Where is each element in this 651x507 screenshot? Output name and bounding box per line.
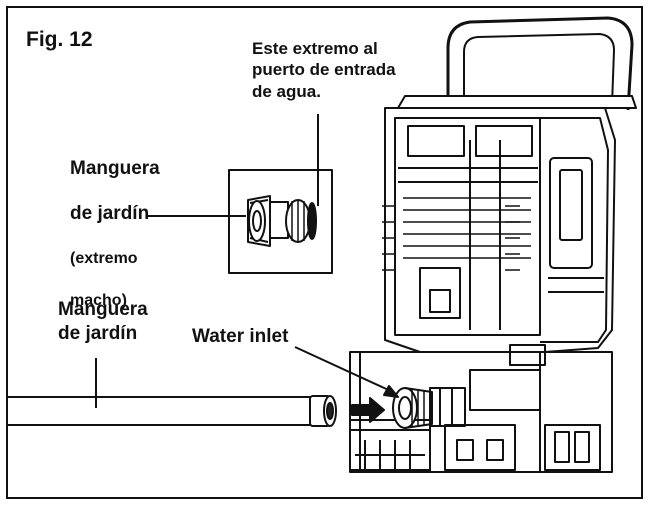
hose-connector-icon: [392, 387, 433, 429]
callout-end-to-port: Este extremo al puerto de entrada de agu…: [252, 39, 396, 101]
callout-hose-male-end: Manguera de jardín (extremo macho): [70, 135, 160, 333]
callout-hose-male-line3: (extremo: [70, 249, 138, 267]
figure-title: Fig. 12: [26, 28, 93, 51]
callout-water-inlet: Water inlet: [192, 326, 289, 347]
garden-hose: [8, 395, 337, 427]
callout-hose-male-line2: de jardín: [70, 203, 150, 225]
pressure-washer-illustration: [349, 16, 637, 473]
callout-garden-hose: Manguera de jardín: [58, 299, 148, 344]
water-inlet-port: [429, 387, 466, 427]
callout-hose-male-line1: Manguera: [70, 157, 160, 179]
detail-box: [228, 169, 333, 274]
callout-hose-male-line4: macho): [70, 291, 127, 309]
arrow-right-icon: [351, 397, 385, 423]
male-hose-end-icon: [247, 195, 317, 247]
leader-line-water-inlet: [294, 346, 396, 394]
